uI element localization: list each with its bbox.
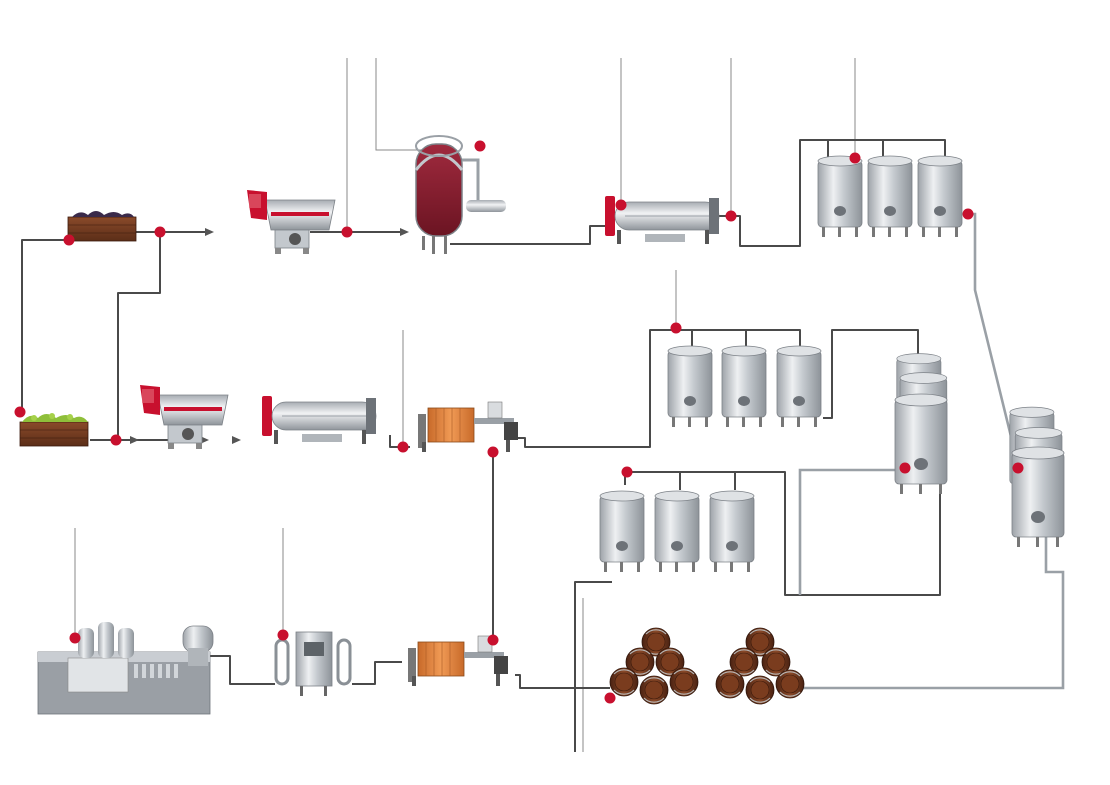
barrel-stack-right-icon (715, 627, 805, 705)
barrel-stack-left-icon (609, 627, 699, 705)
white-grape-crate-icon (19, 413, 89, 447)
fermentation-vat-icon (414, 135, 506, 254)
heat-exchanger-icon (274, 631, 352, 696)
bottling-line-icon (37, 622, 214, 715)
storage-tanks-top-icon (817, 155, 963, 238)
callout-leaders (74, 58, 856, 752)
storage-tanks-middle-icon (667, 345, 822, 428)
storage-tanks-lower-icon (599, 490, 755, 573)
measurement-points (14, 140, 1024, 704)
press-white-icon (261, 395, 377, 445)
tall-tanks-cluster-right-icon (1009, 406, 1065, 548)
plate-filter-upper-icon (417, 401, 519, 453)
destemmer-red-icon (246, 189, 336, 255)
process-pipes (21, 139, 946, 752)
red-grape-crate-icon (67, 211, 137, 242)
